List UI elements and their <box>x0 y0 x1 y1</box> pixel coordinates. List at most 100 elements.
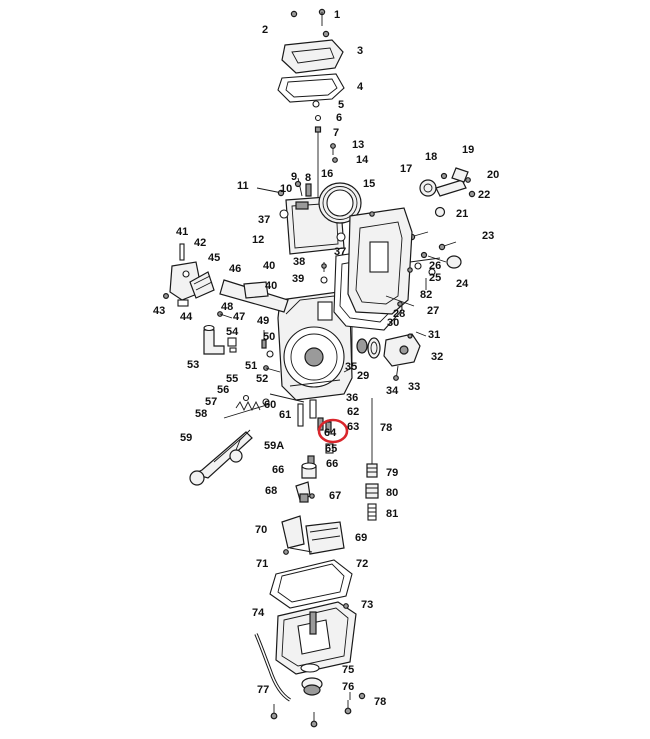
part-label: 81 <box>386 508 398 520</box>
part-label: 5 <box>338 99 344 111</box>
part-label: 13 <box>352 139 364 151</box>
part-label: 53 <box>187 359 199 371</box>
part-label: 27 <box>427 305 439 317</box>
part-label: 67 <box>329 490 341 502</box>
part-label: 7 <box>333 127 339 139</box>
bowl-screws <box>270 692 366 728</box>
part-label: 58 <box>195 408 207 420</box>
float-bowl-gasket <box>269 559 353 609</box>
part-label: 82 <box>420 289 432 301</box>
part-label: 19 <box>462 144 474 156</box>
part-label: 12 <box>252 234 264 246</box>
part-label: 38 <box>293 256 305 268</box>
part-label: 35 <box>345 361 357 373</box>
part-label: 30 <box>387 317 399 329</box>
part-label: 62 <box>347 406 359 418</box>
part-label: 72 <box>356 558 368 570</box>
part-label: 6 <box>336 112 342 124</box>
float-bowl <box>275 601 357 675</box>
throttle-cable-bracket <box>192 431 253 479</box>
part-label: 56 <box>217 384 229 396</box>
part-label: 75 <box>342 664 354 676</box>
part-label: 61 <box>279 409 291 421</box>
part-label: 17 <box>400 163 412 175</box>
highlight-circle <box>317 418 349 444</box>
part-label: 42 <box>194 237 206 249</box>
part-label: 39 <box>292 273 304 285</box>
part-label: 8 <box>305 172 311 184</box>
part-label: 16 <box>321 168 333 180</box>
part-label: 55 <box>226 373 238 385</box>
part-label: 76 <box>342 681 354 693</box>
float-assembly <box>281 515 345 555</box>
enrichener-assembly <box>163 243 289 319</box>
part-label: 24 <box>456 278 469 290</box>
part-label: 64 <box>324 427 337 439</box>
part-label: 52 <box>256 373 268 385</box>
part-label: 31 <box>428 329 440 341</box>
part-label: 28 <box>393 308 405 320</box>
part-label: 43 <box>153 305 165 317</box>
part-label: 71 <box>256 558 268 570</box>
jet-needle <box>314 126 322 206</box>
part-label: 3 <box>357 45 363 57</box>
part-label: 29 <box>357 370 369 382</box>
part-label: 59 <box>180 432 192 444</box>
part-label: 23 <box>482 230 494 242</box>
part-label: 1 <box>334 9 340 21</box>
carburetor-body <box>277 291 353 401</box>
part-label: 74 <box>252 607 265 619</box>
part-label: 79 <box>386 467 398 479</box>
fuel-fitting <box>203 329 225 355</box>
part-label: 54 <box>226 326 239 338</box>
part-label: 50 <box>263 331 275 343</box>
part-label: 51 <box>245 360 257 372</box>
part-label: 18 <box>425 151 437 163</box>
part-label: 40 <box>263 260 275 272</box>
part-label: 37 <box>258 214 270 226</box>
jet-tube <box>297 403 304 427</box>
part-label: 49 <box>257 315 269 327</box>
part-label: 11 <box>237 180 249 192</box>
part-label: 60 <box>264 399 276 411</box>
part-label: 46 <box>229 263 241 275</box>
part-label: 70 <box>255 524 267 536</box>
part-label: 68 <box>265 485 277 497</box>
cover-gasket <box>277 73 345 103</box>
part-label: 59A <box>264 440 284 452</box>
part-label: 21 <box>456 208 468 220</box>
part-label: 41 <box>176 226 188 238</box>
part-label: 22 <box>478 189 490 201</box>
part-label: 2 <box>262 24 268 36</box>
part-label: 44 <box>180 311 193 323</box>
part-label: 40 <box>265 280 277 292</box>
part-label: 26 <box>429 260 441 272</box>
part-label: 57 <box>205 396 217 408</box>
part-label: 78 <box>380 422 392 434</box>
part-label: 25 <box>429 272 441 284</box>
part-label: 80 <box>386 487 398 499</box>
part-label: 69 <box>355 532 367 544</box>
part-label: 15 <box>363 178 375 190</box>
part-label: 36 <box>346 392 358 404</box>
part-label: 47 <box>233 311 245 323</box>
part-label: 66 <box>272 464 284 476</box>
part-label: 78 <box>374 696 386 708</box>
part-label: 65 <box>325 443 337 455</box>
part-label: 20 <box>487 169 499 181</box>
part-label: 14 <box>356 154 369 166</box>
part-label: 63 <box>347 421 359 433</box>
part-label: 4 <box>357 81 364 93</box>
idle-adjust-assembly <box>189 394 271 486</box>
part-label: 77 <box>257 684 269 696</box>
part-label: 32 <box>431 351 443 363</box>
side-cover-screws <box>408 231 457 251</box>
top-screws <box>290 8 330 38</box>
accelerator-pump-lever <box>419 167 476 218</box>
part-label: 37 <box>334 246 346 258</box>
part-label: 48 <box>221 301 233 313</box>
part-label: 34 <box>386 385 399 397</box>
part-label: 73 <box>361 599 373 611</box>
